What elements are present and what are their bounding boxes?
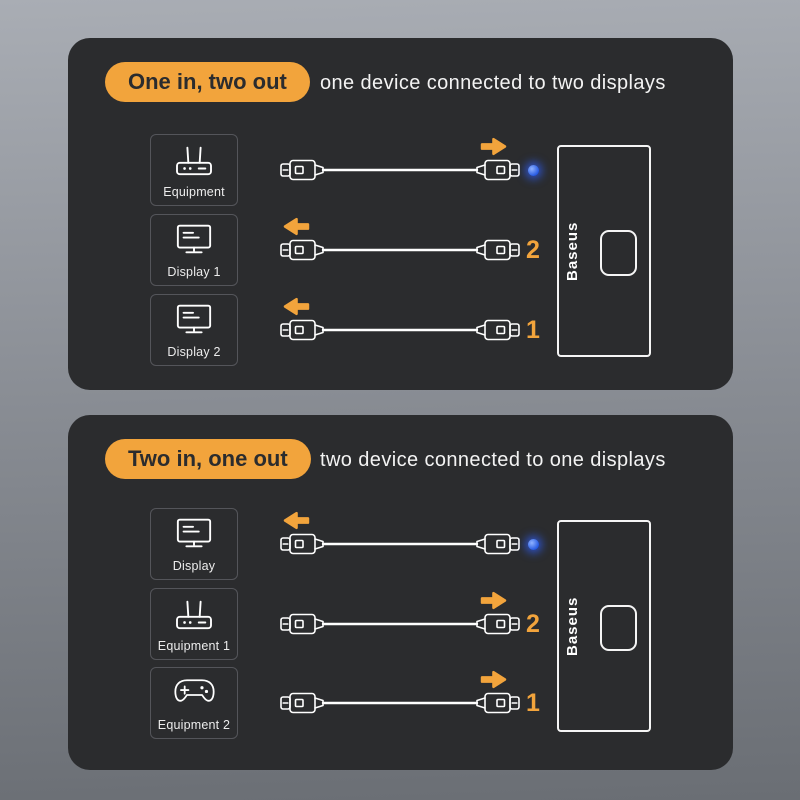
device-box: Equipment 2 — [150, 667, 238, 739]
router-icon — [174, 597, 214, 631]
port-number: 1 — [526, 316, 540, 344]
device-box: Display 1 — [150, 214, 238, 286]
hdmi-switch-box: Baseus — [557, 520, 651, 732]
panel-two-in-one-out: Two in, one out two device connected to … — [68, 415, 733, 770]
arrow-left-icon — [283, 297, 310, 316]
mode-badge: One in, two out — [105, 62, 310, 102]
brand-label: Baseus — [564, 221, 581, 281]
mode-badge: Two in, one out — [105, 439, 311, 479]
port-number: 2 — [526, 236, 540, 264]
brand-label: Baseus — [564, 596, 581, 656]
monitor-icon — [175, 517, 213, 548]
device-label: Display — [172, 559, 216, 573]
router-icon — [174, 143, 214, 177]
arrow-left-icon — [283, 217, 310, 236]
hdmi-cable — [280, 689, 520, 717]
switch-toggle-button — [600, 605, 637, 651]
port-number: 1 — [526, 689, 540, 717]
monitor-icon — [175, 223, 213, 254]
hdmi-cable — [280, 156, 520, 184]
device-box: Equipment — [150, 134, 238, 206]
arrow-right-icon — [480, 670, 507, 689]
hdmi-cable — [280, 610, 520, 638]
device-label: Equipment — [163, 185, 225, 199]
hdmi-cable — [280, 236, 520, 264]
hdmi-cable — [280, 530, 520, 558]
panel-one-in-two-out: One in, two out one device connected to … — [68, 38, 733, 390]
led-indicator — [528, 539, 539, 550]
switch-toggle-button — [600, 230, 637, 276]
device-label: Display 2 — [167, 345, 221, 359]
device-box: Equipment 1 — [150, 588, 238, 660]
hdmi-switch-box: Baseus — [557, 145, 651, 357]
row-display-1: Display 1 2 — [68, 214, 733, 286]
device-label: Display 1 — [167, 265, 221, 279]
port-number: 2 — [526, 610, 540, 638]
row-display-2: Display 2 1 — [68, 294, 733, 366]
device-box: Display — [150, 508, 238, 580]
mode-subtitle: one device connected to two displays — [320, 72, 666, 94]
mode-subtitle: two device connected to one displays — [320, 449, 666, 471]
row-equipment-1: Equipment 1 2 — [68, 588, 733, 660]
row-equipment-2: Equipment 2 1 — [68, 667, 733, 739]
monitor-icon — [175, 303, 213, 334]
arrow-right-icon — [480, 591, 507, 610]
device-label: Equipment 2 — [157, 718, 231, 732]
row-equipment: Equipment — [68, 134, 733, 206]
arrow-right-icon — [480, 137, 507, 156]
row-display: Display — [68, 508, 733, 580]
device-label: Equipment 1 — [157, 639, 231, 653]
device-box: Display 2 — [150, 294, 238, 366]
gamepad-icon — [173, 676, 216, 706]
hdmi-cable — [280, 316, 520, 344]
arrow-left-icon — [283, 511, 310, 530]
led-indicator — [528, 165, 539, 176]
